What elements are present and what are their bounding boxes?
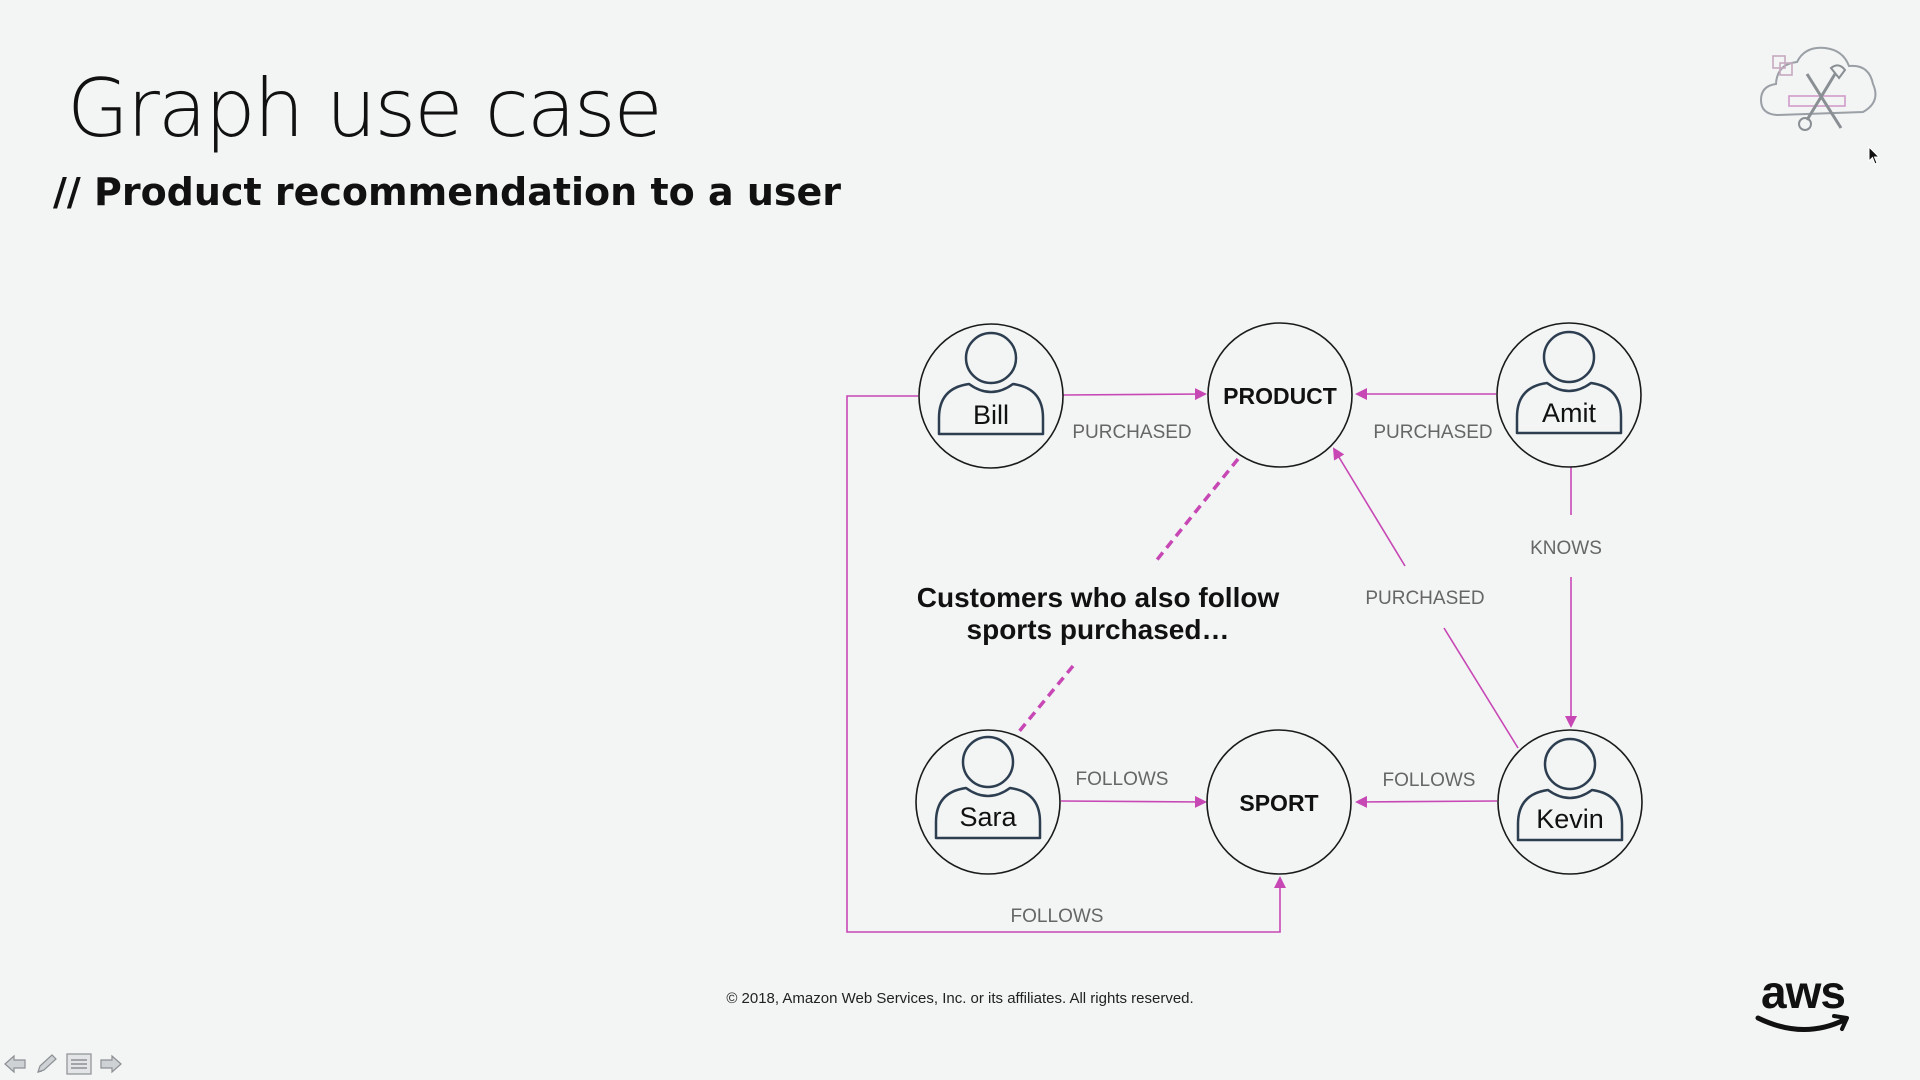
node-label-sport: SPORT bbox=[1239, 790, 1318, 816]
edge-bill-product bbox=[1062, 388, 1207, 401]
annotation-line-2: sports purchased… bbox=[967, 614, 1230, 645]
arrow-right-icon[interactable] bbox=[98, 1052, 124, 1076]
aws-logo-text: aws bbox=[1761, 970, 1845, 1018]
presentation-controls bbox=[2, 1052, 124, 1076]
dashed-link-sara bbox=[1015, 664, 1075, 736]
edge-sara-sport bbox=[1060, 795, 1207, 808]
aws-logo-icon: aws bbox=[1755, 970, 1849, 1032]
pen-icon[interactable] bbox=[34, 1052, 60, 1076]
node-label-product: PRODUCT bbox=[1223, 383, 1337, 409]
edge-kevin-product bbox=[1332, 447, 1406, 567]
annotation-line-1: Customers who also follow bbox=[917, 582, 1280, 613]
node-amit: Amit bbox=[1496, 322, 1642, 468]
edge-label-bill-sport: FOLLOWS bbox=[1011, 906, 1104, 927]
menu-icon[interactable] bbox=[66, 1052, 92, 1076]
edge-kevin-product-low bbox=[1443, 627, 1519, 749]
dashed-link-product bbox=[1154, 457, 1240, 563]
edge-kevin-sport bbox=[1355, 795, 1498, 808]
node-label-amit: Amit bbox=[1542, 398, 1596, 428]
slide-title: Graph use case bbox=[67, 62, 663, 155]
node-label-bill: Bill bbox=[973, 400, 1009, 430]
node-kevin: Kevin bbox=[1497, 729, 1643, 875]
copyright-footer: © 2018, Amazon Web Services, Inc. or its… bbox=[726, 990, 1194, 1007]
tools-cloud-icon bbox=[1759, 46, 1877, 131]
node-label-kevin: Kevin bbox=[1536, 804, 1604, 834]
edge-bill-sport bbox=[846, 395, 1286, 933]
edge-label-kevin-product: PURCHASED bbox=[1365, 588, 1484, 609]
edge-label-kevin-sport: FOLLOWS bbox=[1383, 770, 1476, 791]
edges bbox=[846, 388, 1577, 933]
mouse-pointer-icon bbox=[1868, 146, 1881, 165]
slide-subtitle: // Product recommendation to a user bbox=[53, 170, 841, 214]
node-bill: Bill bbox=[918, 323, 1064, 469]
edge-label-amit-kevin: KNOWS bbox=[1530, 538, 1602, 559]
arrow-left-icon[interactable] bbox=[2, 1052, 28, 1076]
edge-label-amit-product: PURCHASED bbox=[1373, 422, 1492, 443]
node-sport: SPORT bbox=[1206, 729, 1352, 875]
node-label-sara: Sara bbox=[959, 802, 1017, 832]
node-product: PRODUCT bbox=[1207, 322, 1353, 468]
edge-label-sara-sport: FOLLOWS bbox=[1076, 769, 1169, 790]
node-sara: Sara bbox=[915, 729, 1061, 875]
edge-label-bill-product: PURCHASED bbox=[1072, 422, 1191, 443]
